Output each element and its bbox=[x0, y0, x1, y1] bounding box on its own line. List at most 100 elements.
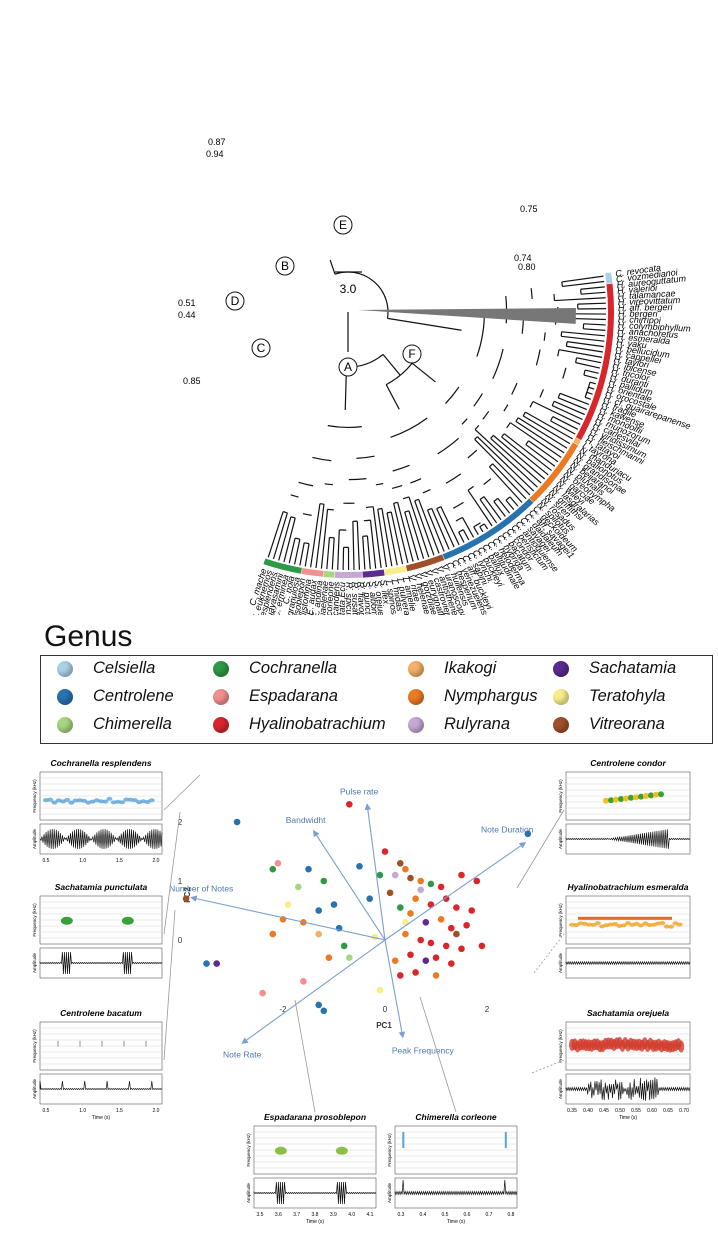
data-point bbox=[386, 889, 394, 897]
branches bbox=[267, 259, 606, 571]
branch bbox=[455, 516, 463, 522]
branch bbox=[386, 512, 398, 566]
branch bbox=[298, 481, 314, 487]
branch bbox=[369, 520, 377, 569]
branch bbox=[331, 537, 335, 570]
taxon-label: R. flavopunctata Col bbox=[356, 581, 370, 615]
tick-label: 1.0 bbox=[79, 1108, 86, 1114]
legend-item: Chimerella bbox=[57, 715, 172, 734]
tick-label: 0.55 bbox=[631, 1108, 641, 1114]
waveform bbox=[565, 1077, 691, 1101]
axis-label: Amplitude bbox=[387, 1183, 392, 1204]
data-point bbox=[437, 883, 445, 891]
branch bbox=[436, 508, 455, 548]
taxon-label: C. mariaelenae bbox=[315, 581, 330, 615]
connector-line bbox=[163, 909, 176, 1061]
branch bbox=[410, 478, 422, 484]
legend-swatch bbox=[213, 688, 229, 705]
vector-label: Peak Frequency bbox=[392, 1045, 455, 1055]
branch bbox=[393, 503, 409, 564]
data-point bbox=[397, 972, 404, 979]
data-point bbox=[325, 954, 333, 961]
branch bbox=[585, 369, 599, 374]
loading-vector bbox=[241, 939, 386, 1044]
branch bbox=[581, 291, 606, 295]
branch bbox=[310, 503, 321, 568]
branch bbox=[324, 483, 333, 486]
legend-swatch bbox=[408, 660, 424, 677]
branch bbox=[553, 400, 585, 416]
tick-label: 0.40 bbox=[583, 1108, 593, 1114]
connector-line bbox=[419, 996, 457, 1113]
taxon-label: R. flavopunctata Ecu bbox=[336, 582, 348, 615]
taxon-label: H. esmeralda bbox=[616, 331, 670, 346]
genus-arc bbox=[263, 558, 302, 574]
branch bbox=[408, 510, 425, 559]
branch bbox=[445, 386, 460, 405]
legend-item: Espadarana bbox=[213, 687, 338, 706]
taxon-label: C. corleone bbox=[323, 581, 336, 615]
connector-line bbox=[163, 811, 181, 935]
branch bbox=[326, 537, 331, 570]
panel-title: Chimerella corleone bbox=[415, 1112, 497, 1122]
branch bbox=[426, 509, 445, 552]
data-point bbox=[442, 895, 450, 902]
loading-vector bbox=[190, 895, 386, 941]
branch bbox=[474, 429, 538, 488]
data-point bbox=[182, 895, 190, 902]
data-point bbox=[407, 951, 414, 959]
axis-label: Frequency (kHz) bbox=[558, 903, 563, 937]
taxon-label: H. colymbiphyllum bbox=[617, 320, 691, 334]
branch bbox=[385, 384, 400, 410]
branch bbox=[352, 521, 355, 570]
legend-title: Genus bbox=[44, 620, 133, 653]
tick-label: 0.45 bbox=[599, 1108, 609, 1114]
branch bbox=[577, 302, 606, 305]
connector-line bbox=[531, 1059, 565, 1074]
branch bbox=[422, 489, 431, 494]
branch bbox=[458, 531, 465, 543]
branch bbox=[583, 374, 598, 380]
branch bbox=[525, 444, 556, 467]
spectral-blob bbox=[633, 921, 640, 926]
branch bbox=[522, 411, 526, 417]
spectral-blob bbox=[504, 1132, 507, 1148]
vector-label: Note Duration bbox=[481, 825, 534, 835]
branch bbox=[543, 332, 546, 341]
branch bbox=[411, 362, 436, 383]
spectral-blob bbox=[658, 791, 664, 798]
data-point bbox=[427, 880, 435, 888]
legend-label: Nymphargus bbox=[444, 687, 538, 705]
axis-label: Frequency (kHz) bbox=[558, 1029, 563, 1063]
spectral-blob bbox=[81, 798, 88, 803]
branch bbox=[566, 345, 603, 353]
branch bbox=[356, 521, 361, 570]
branch bbox=[299, 542, 305, 566]
branch bbox=[532, 400, 581, 425]
branch bbox=[404, 511, 419, 561]
branch bbox=[304, 543, 310, 567]
legend-label: Cochranella bbox=[249, 659, 338, 677]
data-point bbox=[305, 865, 312, 873]
branch bbox=[515, 420, 565, 454]
branch bbox=[440, 506, 460, 546]
tick-label: 0.3 bbox=[398, 1212, 405, 1218]
oscillogram bbox=[565, 947, 691, 979]
branch bbox=[474, 425, 480, 430]
branch bbox=[557, 397, 588, 411]
branch bbox=[503, 433, 552, 472]
data-point bbox=[284, 901, 292, 908]
tick-label: 3.9 bbox=[330, 1212, 337, 1218]
data-point bbox=[315, 907, 323, 914]
loading-vector bbox=[384, 842, 527, 941]
branch bbox=[363, 519, 371, 522]
genus-arc bbox=[605, 272, 613, 284]
waveform bbox=[253, 1181, 377, 1205]
data-point bbox=[269, 865, 277, 873]
branch bbox=[390, 417, 428, 438]
y-tick-label: 2 bbox=[178, 818, 183, 827]
